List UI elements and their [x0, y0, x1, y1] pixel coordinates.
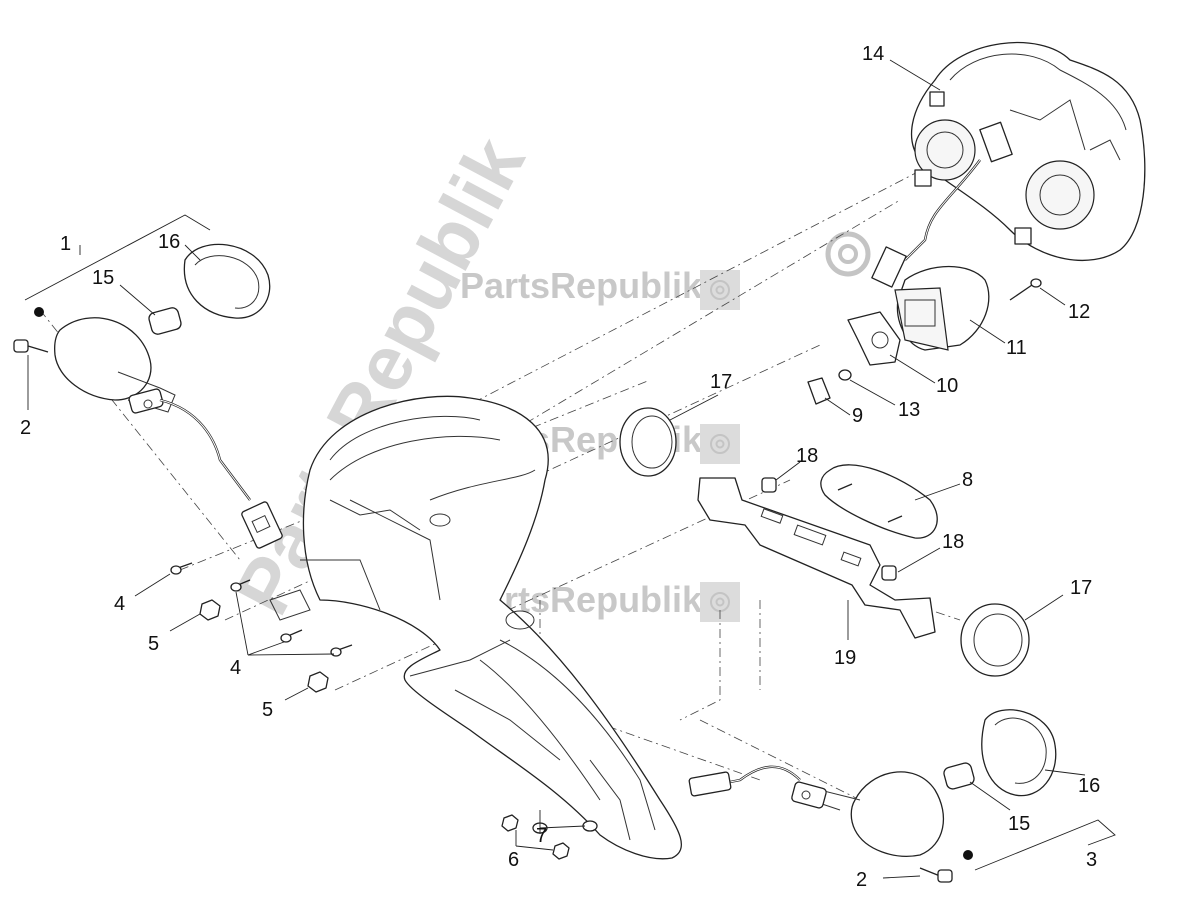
nut-18-upper [761, 477, 777, 493]
callout-13: 13 [898, 399, 920, 421]
callout-12: 12 [1068, 301, 1090, 323]
light-bracket-10 [847, 311, 901, 366]
callout-15-left: 15 [92, 267, 114, 289]
left-indicator-1 [54, 317, 176, 414]
bulb-15-left [148, 307, 182, 335]
bulb-15-right [943, 762, 975, 790]
dot-marker-left [34, 307, 44, 317]
callout-15-right: 15 [1008, 813, 1030, 835]
callout-2-left: 2 [20, 417, 31, 439]
callout-4-a: 4 [114, 593, 125, 615]
callout-10: 10 [936, 375, 958, 397]
callout-4-b: 4 [230, 657, 241, 679]
nut-5-b [307, 671, 329, 693]
screw-4-a [170, 562, 193, 575]
washer-13 [838, 369, 852, 381]
screw-2-left [13, 339, 49, 353]
license-plate-light [894, 265, 990, 351]
callout-6: 6 [508, 849, 519, 871]
washer-7-b [582, 820, 598, 832]
callout-19: 19 [834, 647, 856, 669]
reflector-17-lower [960, 603, 1030, 677]
screw-2-right [919, 867, 953, 883]
screw-4-d [330, 644, 353, 657]
nut-6-b [552, 842, 570, 860]
fasteners [170, 562, 598, 860]
callout-7: 7 [536, 825, 547, 847]
callout-5-b: 5 [262, 699, 273, 721]
tail-light-assembly [910, 42, 1146, 262]
lens-16-right [981, 709, 1057, 797]
nut-5-a [199, 599, 221, 621]
callout-5-a: 5 [148, 633, 159, 655]
callout-18-upper: 18 [796, 445, 818, 467]
callout-14: 14 [862, 43, 884, 65]
dot-marker-right [963, 850, 973, 860]
screw-12 [1009, 278, 1042, 301]
nut-18-lower [881, 565, 897, 581]
clip-nut-9 [807, 377, 831, 405]
callout-2-right: 2 [856, 869, 867, 891]
right-indicator-3 [791, 771, 945, 857]
callout-16-right: 16 [1078, 775, 1100, 797]
nut-6-a [501, 814, 519, 832]
tail-light-harness [871, 159, 981, 288]
watermark-row-1: PartsRepublik [460, 265, 703, 306]
reflector-17-upper [619, 407, 677, 477]
callout-labels: 1 16 15 2 14 12 11 10 13 9 17 18 8 18 17… [20, 43, 1100, 891]
gear-icon [700, 231, 871, 622]
callout-9: 9 [852, 405, 863, 427]
leader-lines [24, 59, 1116, 879]
callout-17-upper: 17 [710, 371, 732, 393]
right-indicator-harness [688, 765, 801, 797]
callout-11: 11 [1006, 337, 1027, 359]
callout-8: 8 [962, 469, 973, 491]
plate-8 [820, 464, 938, 539]
callout-18-lower: 18 [942, 531, 964, 553]
screw-4-c [280, 629, 303, 643]
callout-3: 3 [1086, 849, 1097, 871]
left-indicator-harness [159, 398, 283, 549]
lens-16-left [183, 243, 271, 319]
callout-16-left: 16 [158, 231, 180, 253]
plate-bracket-19 [697, 477, 936, 639]
rear-mudguard [269, 395, 682, 860]
screw-4-b [230, 579, 251, 592]
callout-17-lower: 17 [1070, 577, 1092, 599]
callout-1: 1 [60, 233, 71, 255]
